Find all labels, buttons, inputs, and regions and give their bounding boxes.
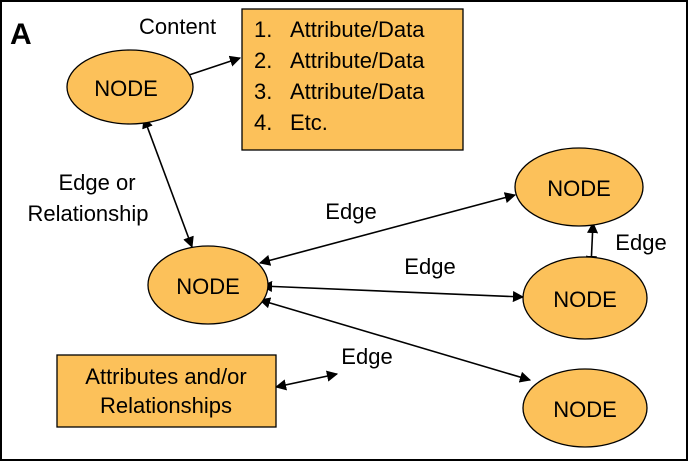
node-label: NODE: [94, 76, 158, 101]
node-3[interactable]: NODE: [514, 147, 644, 227]
edge-label: Relationship: [27, 201, 148, 226]
attributes-box: Attributes and/or Relationships: [56, 354, 277, 428]
edge-label: Edge: [615, 230, 666, 255]
edge-node1-node2: [142, 116, 194, 249]
content-list: 1. Attribute/Data 2. Attribute/Data 3. A…: [254, 17, 425, 135]
content-item-number: 4.: [254, 110, 272, 135]
content-item-text: Attribute/Data: [290, 17, 425, 42]
node-label: NODE: [553, 397, 617, 422]
node-2[interactable]: NODE: [147, 245, 269, 325]
edge-attributes: [274, 370, 339, 391]
content-item-text: Attribute/Data: [290, 48, 425, 73]
content-item-text: Attribute/Data: [290, 79, 425, 104]
attributes-line: Relationships: [100, 393, 232, 418]
node-1[interactable]: NODE: [66, 49, 194, 125]
content-heading: Content: [139, 14, 216, 39]
node-4[interactable]: NODE: [522, 256, 648, 340]
content-item-number: 3.: [254, 79, 272, 104]
edge-label: Edge: [341, 344, 392, 369]
edge-label: Edge: [404, 254, 455, 279]
attributes-line: Attributes and/or: [85, 364, 246, 389]
content-box: 1. Attribute/Data 2. Attribute/Data 3. A…: [241, 8, 464, 151]
edge-node2-node3: [258, 192, 517, 266]
content-item-number: 2.: [254, 48, 272, 73]
content-item-text: Etc.: [290, 110, 328, 135]
node-5[interactable]: NODE: [522, 368, 648, 448]
node-label: NODE: [553, 287, 617, 312]
edge-label: Edge: [325, 199, 376, 224]
content-item-number: 1.: [254, 17, 272, 42]
edge-label: Edge or: [58, 170, 135, 195]
node-label: NODE: [547, 176, 611, 201]
edge-node2-node4: [260, 280, 525, 303]
edge-node2-node5: [258, 297, 532, 383]
panel-label: A: [10, 18, 32, 51]
node-label: NODE: [176, 274, 240, 299]
